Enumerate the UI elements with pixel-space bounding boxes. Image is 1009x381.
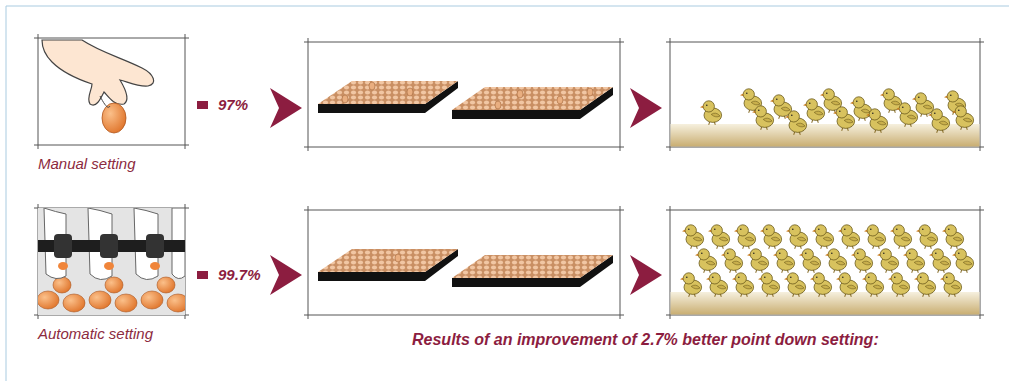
panel-caption: Automatic setting (38, 325, 153, 342)
percentage-value: 97% (218, 96, 248, 113)
result-note: Results of an improvement of 2.7% better… (412, 331, 879, 349)
image-panel: Manual setting (38, 38, 185, 145)
percentage-value: 99.7% (218, 266, 261, 283)
image-panel: Automatic setting (38, 208, 185, 315)
panel-caption: Manual setting (38, 155, 136, 172)
